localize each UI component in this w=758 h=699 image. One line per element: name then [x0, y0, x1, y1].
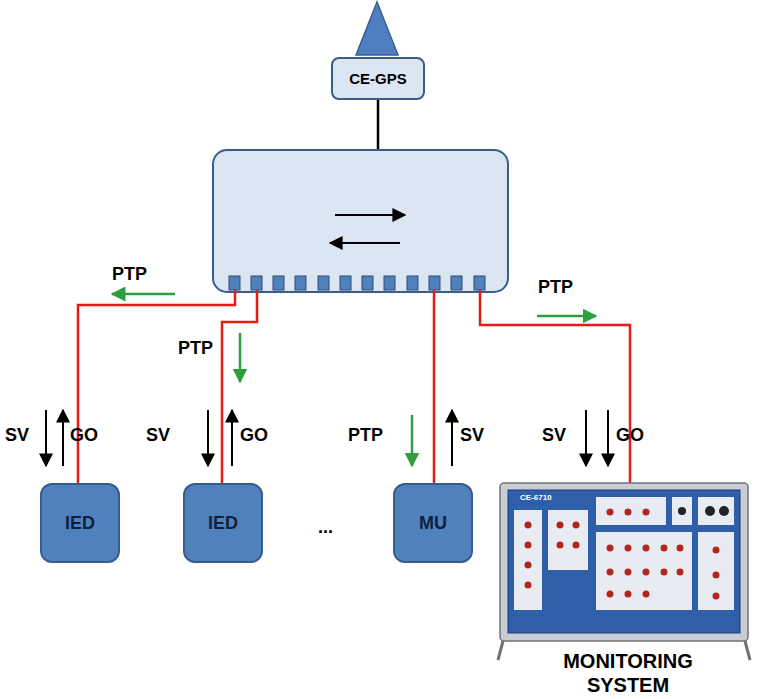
ied-box: IED — [183, 483, 263, 563]
node-text: IED — [208, 513, 238, 534]
switch-arrow — [330, 242, 400, 244]
signal-label: GO — [240, 424, 268, 446]
switch-arrow — [335, 214, 405, 216]
switch-ports — [229, 276, 485, 290]
ptp-arrows — [112, 294, 596, 466]
protocol-label: PTP — [178, 337, 213, 359]
gps-cable — [377, 100, 380, 150]
test-set-illustration — [498, 483, 750, 660]
message-arrows — [46, 410, 608, 466]
node-text: MU — [419, 513, 447, 534]
device-caption: MONITORING SYSTEM — [538, 649, 718, 697]
device-model: CE-6710 — [520, 493, 552, 503]
signal-label: SV — [5, 424, 29, 446]
signal-label: SV — [146, 424, 170, 446]
node-text: CE-GPS — [349, 70, 407, 87]
antenna-symbol — [356, 2, 398, 55]
ethernet-cables — [78, 290, 630, 483]
protocol-label: PTP — [538, 276, 573, 298]
ellipsis-label: ... — [318, 516, 333, 538]
signal-label: SV — [542, 424, 566, 446]
ied-box: IED — [40, 483, 120, 563]
signal-label: GO — [616, 424, 644, 446]
merging-unit-box: MU — [393, 483, 473, 563]
network-switch — [213, 150, 508, 292]
signal-label: GO — [70, 424, 98, 446]
node-text: IED — [65, 513, 95, 534]
protocol-label: PTP — [348, 424, 383, 446]
protocol-label: PTP — [112, 263, 147, 285]
gps-clock-box: CE-GPS — [331, 57, 425, 100]
signal-label: SV — [460, 424, 484, 446]
